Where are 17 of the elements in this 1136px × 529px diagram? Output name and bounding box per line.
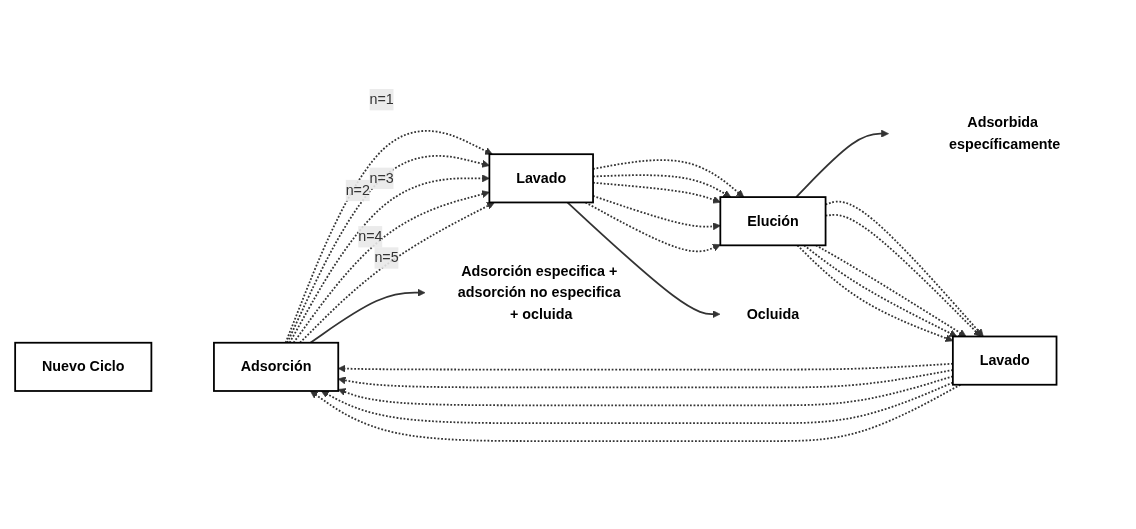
node-box: Lavado xyxy=(488,152,594,203)
arrow xyxy=(584,201,721,252)
edge-label: n=1 xyxy=(369,91,394,107)
node-text: Ocluida xyxy=(746,305,800,321)
node-box: Adsorción xyxy=(213,341,340,392)
node-box: Lavado xyxy=(951,335,1058,386)
edge-label: n=5 xyxy=(374,249,399,265)
arrow xyxy=(309,288,426,344)
edge-label: n=4 xyxy=(358,228,383,244)
arrow xyxy=(795,129,889,198)
node-box: Elución xyxy=(719,195,827,246)
edge-label: n=3 xyxy=(369,169,394,185)
node-text: Adsorbida específicamente xyxy=(949,114,1061,152)
node-text: Adsorción especifica + adsorción no especifica + ocluida xyxy=(457,262,621,321)
arrow xyxy=(566,201,721,318)
edge-label: n=2 xyxy=(345,182,370,198)
node-box: Nuevo Ciclo xyxy=(14,341,153,392)
